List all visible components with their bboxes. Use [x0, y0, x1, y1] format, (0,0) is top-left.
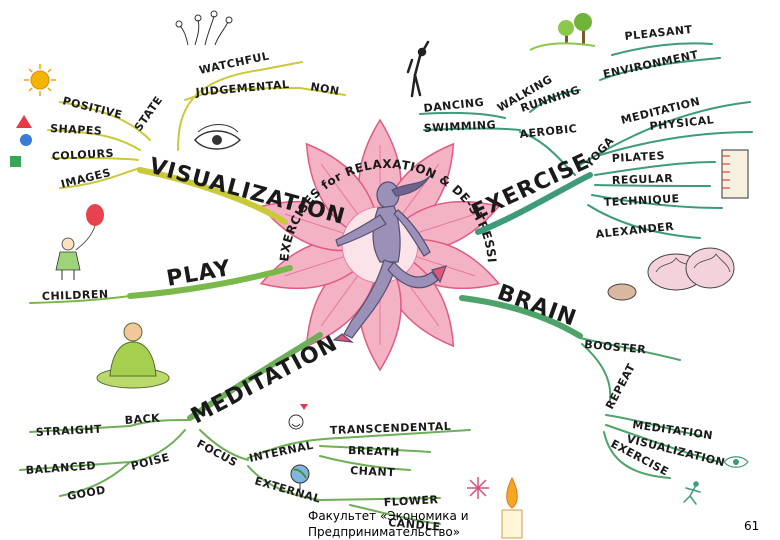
regular-label: REGULAR: [612, 172, 674, 187]
chant-label: CHANT: [350, 464, 396, 479]
alexander-label: ALEXANDER: [595, 220, 675, 241]
straight-label: STRAIGHT: [35, 423, 102, 439]
flower-icon: [467, 477, 489, 499]
flowers-doodle-icon: [175, 10, 233, 46]
pilates-label: PILATES: [611, 149, 665, 165]
non-label: NON: [309, 80, 340, 98]
exercise-branch: [419, 42, 753, 239]
circle-shape-icon: [20, 134, 32, 146]
judgemental-label: JUDGEMENTAL: [194, 78, 290, 99]
footer-org-line-2: Предпринимательство»: [308, 525, 461, 539]
yoga-figure-icon: [406, 40, 430, 98]
good-label: GOOD: [66, 483, 107, 503]
square-shape-icon: [10, 156, 21, 167]
balanced-label: BALANCED: [25, 459, 96, 477]
watchful-label: WATCHFUL: [198, 49, 271, 77]
runner-figure: [332, 175, 447, 343]
positive-label: POSITIVE: [61, 94, 123, 121]
focus-label: FOCUS: [195, 437, 240, 469]
small-eye-icon: [723, 456, 749, 468]
colours-label: COLOURS: [51, 147, 114, 163]
notebook-icon: [721, 149, 749, 199]
brain-icon: [607, 247, 735, 301]
flower-label: FLOWER: [383, 493, 438, 509]
trees-icon: [529, 13, 596, 51]
runner-small-icon: [683, 481, 701, 505]
exercise-label: EXERCISE: [468, 149, 594, 225]
globe-icon: [290, 464, 310, 490]
footer-org-line-1: Факультет «Экономика и: [308, 509, 469, 523]
brain-label: BRAIN: [494, 280, 580, 332]
transcendental-label: TRANSCENDENTAL: [330, 420, 452, 437]
eye-icon: [194, 124, 241, 150]
external-label: EXTERNAL: [253, 474, 322, 505]
meditating-monk-icon: [96, 322, 170, 389]
images-label: IMAGES: [60, 166, 113, 191]
state-label: STATE: [132, 94, 165, 134]
swimming-label: SWIMMING: [423, 118, 496, 135]
child-with-balloon-icon: [55, 204, 104, 280]
meditation-label: MEDITATION: [187, 331, 342, 429]
children-label: CHILDREN: [42, 288, 109, 303]
lotus-flower: [259, 118, 501, 372]
visualization-branch: [47, 61, 346, 225]
play-branch: [29, 265, 293, 304]
shapes-label: SHAPES: [50, 122, 103, 138]
pleasant-label: PLEASANT: [624, 23, 693, 43]
aerobic-label: AEROBIC: [519, 122, 578, 141]
internal-label: INTERNAL: [248, 439, 315, 465]
candle-icon: [501, 476, 523, 539]
meditation-branch: [19, 332, 471, 525]
triangle-shape-icon: [16, 115, 32, 128]
footer-organization: Факультет «Экономика и Предпринимательст…: [308, 508, 469, 540]
technique-label: TECHNIQUE: [603, 192, 679, 209]
sun-icon: [24, 64, 56, 96]
smiley-face-icon: [288, 404, 308, 430]
poise-label: POISE: [130, 451, 171, 473]
breath-label: BREATH: [348, 444, 400, 459]
candle-label: CANDLE: [388, 516, 441, 534]
brain-branch: [459, 295, 721, 479]
page-number: 61: [744, 519, 760, 533]
dancing-label: DANCING: [423, 96, 485, 115]
booster-label: BOOSTER: [584, 338, 647, 356]
back-label: BACK: [124, 412, 160, 427]
